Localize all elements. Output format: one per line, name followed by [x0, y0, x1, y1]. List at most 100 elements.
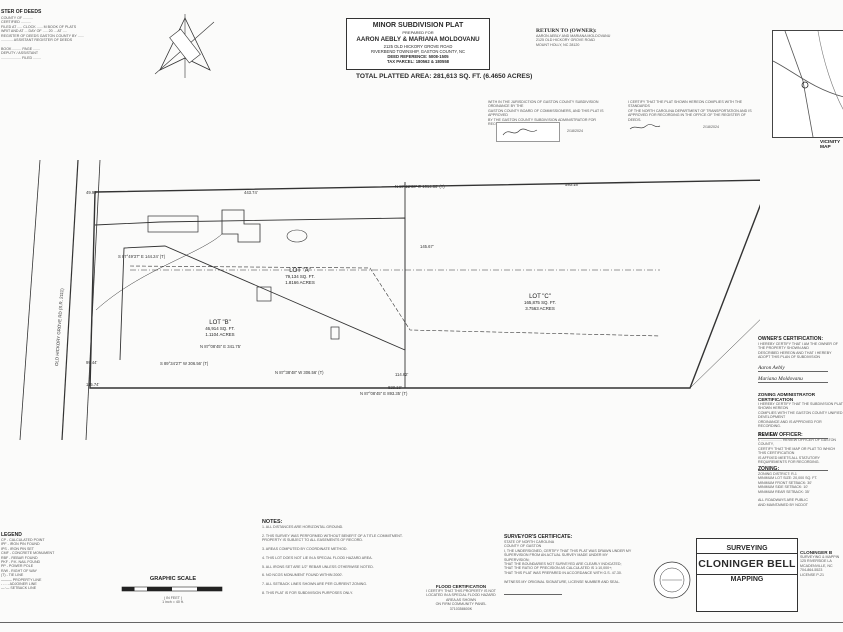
- register-of-deeds-block: STER OF DEEDS COUNTY OF ..........CERTIF…: [0, 0, 105, 80]
- owners-certificate: OWNER'S CERTIFICATION: I HEREBY CERTIFY …: [758, 336, 843, 383]
- lot-b-name: LOT "B": [209, 320, 231, 326]
- lot-b-sqft: 46,914 SQ. FT.: [205, 326, 235, 331]
- driveway: [95, 233, 223, 311]
- flood-cert-heading: FLOOD CERTIFICATION: [435, 584, 487, 589]
- zoning-heading: ZONING:: [758, 466, 780, 472]
- review-officer-heading: REVIEW OFFICER:: [758, 432, 803, 438]
- company-logo: SURVEYING CLONINGER BELL MAPPING: [696, 538, 798, 612]
- zoning-admin-cert: ZONING ADMINISTRATOR CERTIFICATION I HER…: [758, 392, 843, 440]
- zoning-admin-signature: Jane Lu: [758, 432, 828, 440]
- return-to-block: RETURN TO (OWNER): AARON AEBLY AND MARIA…: [536, 28, 610, 47]
- review-officer-sigline: [758, 470, 828, 472]
- township: RIVERBEND TOWNSHIP, GASTON COUNTY, NC: [370, 49, 466, 54]
- scale-units: ( IN FEET ): [163, 596, 183, 600]
- return-line-1: AARON AEBLY AND MARIANA MOLDOVANU: [536, 34, 611, 38]
- road-line-2: [61, 159, 79, 441]
- return-to-heading: RETURN TO (OWNER):: [536, 28, 597, 34]
- surveyor-sigline: [504, 594, 562, 596]
- lot-c-name: LOT "C": [529, 294, 551, 300]
- review-officer: REVIEW OFFICER: I, .....................…: [758, 432, 843, 472]
- scale-ratio: 1 inch = 40 ft.: [162, 600, 184, 605]
- dim-4: 114.62': [395, 372, 408, 377]
- company-side-line1: SURVEYING & MAPPIN: [800, 555, 840, 559]
- company-contact: CLONINGER B SURVEYING & MAPPIN 125 RIVER…: [800, 550, 843, 577]
- garage-lot-a: [256, 286, 272, 302]
- total-area: TOTAL PLATTED AREA: 281,613 SQ. FT. (6.4…: [356, 73, 533, 80]
- transportation-cert-text: I CERTIFY THAT THE PLAT SHOWN HEREON COM…: [628, 100, 752, 122]
- graphic-scale: GRAPHIC SCALE ( IN FEET ) 1 inch = 40 ft…: [118, 576, 228, 605]
- house-main: [221, 209, 261, 243]
- zoning-admin-heading: ZONING ADMINISTRATOR CERTIFICATION: [758, 392, 816, 402]
- register-of-deeds-heading: STER OF DEEDS: [1, 9, 42, 15]
- bearing-lot-b-right: N 87°38'48" W 306.56' (T): [275, 370, 324, 375]
- surveyors-cert: SURVEYOR'S CERTIFICATE: STATE OF NORTH C…: [504, 534, 632, 596]
- title-block: MINOR SUBDIVISION PLAT PREPARED FOR AARO…: [346, 18, 490, 70]
- house-lot-a: [147, 215, 199, 233]
- lot-c-sqft: 165,875 SQ. FT.: [524, 300, 556, 305]
- lot-a-name: LOT "A": [289, 268, 311, 274]
- property-address: 2125 OLD HICKORY GROVE ROAD: [383, 44, 453, 49]
- owners-cert-heading: OWNER'S CERTIFICATION:: [758, 336, 823, 342]
- flood-cert: FLOOD CERTIFICATION I CERTIFY THAT THIS …: [424, 584, 498, 611]
- adjoining-line: [689, 319, 760, 389]
- vicinity-map: [772, 30, 843, 138]
- company-side-line2: 125 RIVERSIDE LA: [800, 559, 832, 564]
- owners-cert-text: I HEREBY CERTIFY THAT I AM THE OWNER OF …: [758, 342, 839, 360]
- dim-2: 145.67': [420, 244, 434, 249]
- dim-3: 99.44': [86, 360, 97, 365]
- company-side-line3: MCADENVILLE, NC: [800, 563, 833, 568]
- deed-reference: DEED REFERENCE: 5008-1505: [387, 54, 449, 59]
- bearing-top-seg2: 593.18': [565, 182, 579, 187]
- lot-b-acres: 1.1104 ACRES: [205, 332, 234, 337]
- lot-c-boundary: [129, 265, 661, 337]
- review-date-2: 2/18/2024: [703, 125, 719, 129]
- owner-names: AARON AEBLY & MARIANA MOLDOVANU: [356, 36, 480, 43]
- notes-block: NOTES: 1. ALL DISTANCES ARE HORIZONTAL G…: [262, 519, 412, 596]
- bearing-bottom-seg: 823.13': [388, 385, 402, 390]
- register-fine-print: COUNTY OF ..........CERTIFIED ..........…: [1, 16, 84, 60]
- review-date-1: 2/18/2024: [567, 129, 583, 133]
- graphic-scale-heading: GRAPHIC SCALE: [149, 576, 197, 582]
- dim-5: 115.74': [86, 382, 99, 387]
- review-signature-2: [628, 120, 686, 132]
- prepared-for: PREPARED FOR: [402, 30, 434, 35]
- owner-signature-1: Aaron Aebly: [758, 365, 828, 372]
- plat-drawing: N 87°22'08" E 1014.86' (T) 443.74' 593.1…: [19, 159, 760, 441]
- review-signature-1: [496, 122, 560, 142]
- bearing-top-seg1: 443.74': [244, 190, 258, 195]
- return-line-2: 2125 OLD HICKORY GROVE ROAD: [536, 38, 595, 43]
- tax-parcel: TAX PARCEL: 180562 & 180558: [387, 59, 449, 64]
- surveyors-cert-heading: SURVEYOR'S CERTIFICATE:: [504, 534, 573, 540]
- shed-lot-b: [330, 326, 340, 340]
- parcel-boundary: [89, 179, 760, 389]
- company-mapping: MAPPING: [697, 574, 797, 583]
- road-line-3: [85, 159, 101, 441]
- bearing-lot-b-bottom: S 89°34'27" W 306.56' (T): [160, 361, 209, 366]
- north-arrow-icon: [154, 14, 215, 78]
- road-label: OLD HICKORY GROVE RD (S.R. 2111): [54, 288, 64, 366]
- bearing-lot-b-top: S 87°49'37" E 144.24' (T): [118, 254, 166, 259]
- surveyor-seal-icon: [653, 561, 691, 599]
- company-side-name: CLONINGER B: [800, 550, 833, 555]
- notes-heading: NOTES:: [262, 519, 283, 525]
- review-officer-text: I, ..................... REVIEW OFFICER …: [758, 438, 837, 465]
- scale-bar-icon: [121, 586, 223, 592]
- lot-a-acres: 1.8166 ACRES: [285, 280, 315, 285]
- return-line-3: MOUNT HOLLY, NC 28120: [536, 42, 580, 47]
- company-side-license: LICENSE P-21: [800, 572, 824, 577]
- lot-c-acres: 3.7563 ACRES: [525, 306, 555, 311]
- dim-1: 49.99': [86, 190, 97, 195]
- company-side-phone: 704-864-5523: [800, 568, 823, 573]
- bearing-bottom: N 87°08'45" E 893.35' (T): [360, 391, 408, 396]
- road-line-1: [19, 159, 41, 441]
- bearing-mid-left: N 87°08'45" E 341.75': [200, 344, 241, 349]
- legend-heading: LEGEND: [1, 532, 22, 538]
- plat-heading: MINOR SUBDIVISION PLAT: [372, 22, 464, 29]
- bearing-top: N 87°22'08" E 1014.86' (T): [395, 184, 445, 189]
